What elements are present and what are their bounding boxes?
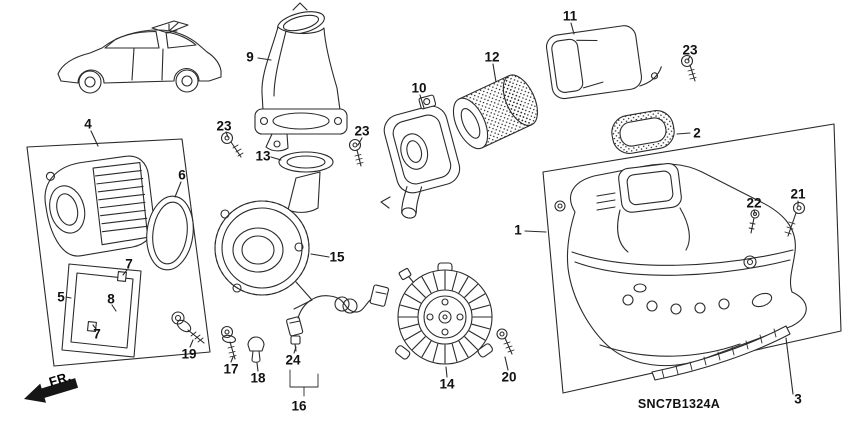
part-label-12-3: 12	[484, 49, 500, 65]
leader-lines	[65, 22, 799, 395]
fr-direction-arrow	[24, 378, 79, 403]
car-illustration	[57, 20, 222, 94]
part-15-blower-fan-housing	[214, 171, 321, 310]
airflow-arrow	[380, 196, 391, 209]
part-label-22-12: 22	[746, 195, 762, 211]
part-14-blower-motor	[395, 262, 493, 365]
part-1-assembly-box	[542, 123, 842, 394]
part-9-air-intake-duct	[254, 2, 348, 152]
part-7-clip-bottom	[86, 321, 97, 332]
part-18-grommet	[247, 336, 265, 363]
part-label-11-0: 11	[562, 8, 578, 24]
part-4-resonator-housing	[44, 155, 155, 257]
part-label-16-25: 16	[291, 398, 307, 414]
part-label-10-4: 10	[411, 80, 427, 96]
part-19-bolt	[171, 311, 205, 344]
part-11-resonator-chamber	[545, 25, 662, 100]
part-label-7-18: 7	[93, 326, 101, 342]
part-label-8-17: 8	[107, 291, 115, 307]
part-label-18-22: 18	[250, 370, 266, 386]
part-23-bolt-topright	[680, 54, 697, 82]
part-17-bolt	[220, 325, 237, 360]
part-label-15-14: 15	[329, 249, 345, 265]
part-label-9-2: 9	[246, 49, 254, 65]
part-label-1-13: 1	[514, 222, 522, 238]
part-6-seal-ring	[146, 195, 194, 271]
part-label-23-1: 23	[682, 42, 698, 58]
part-label-24-20: 24	[285, 352, 301, 368]
part-23-bolt-mid	[348, 138, 364, 167]
part-20-bolt	[496, 328, 515, 355]
part-1-air-cleaner-case	[554, 162, 807, 367]
part-label-23-7: 23	[354, 123, 370, 139]
part-21-bolt	[784, 201, 806, 237]
part-24-clip	[290, 335, 301, 345]
part-2-gasket	[611, 110, 675, 154]
part-label-17-21: 17	[223, 361, 239, 377]
part-label-23-6: 23	[216, 118, 232, 134]
part-label-2-8: 2	[693, 125, 701, 141]
part-4-assembly-box	[26, 138, 211, 367]
part-label-13-9: 13	[255, 148, 271, 164]
part-16-24-wire-harness	[286, 284, 390, 397]
part-5-8-cover-panel	[61, 263, 142, 358]
part-label-6-10: 6	[178, 167, 186, 183]
part-3-seal-strip	[651, 325, 791, 381]
part-12-air-filter-element	[452, 74, 538, 150]
part-13-duct-gasket	[278, 151, 334, 173]
part-label-7-15: 7	[125, 256, 133, 272]
part-label-4-5: 4	[84, 116, 92, 132]
diagram-code: SNC7B1324A	[637, 397, 721, 411]
part-label-19-19: 19	[181, 346, 197, 362]
part-23-bolt-left	[220, 131, 244, 158]
part-label-3-26: 3	[794, 391, 802, 407]
part-label-5-16: 5	[57, 289, 65, 305]
part-label-14-23: 14	[439, 376, 455, 392]
part-label-20-24: 20	[501, 369, 517, 385]
part-label-21-11: 21	[790, 186, 806, 202]
